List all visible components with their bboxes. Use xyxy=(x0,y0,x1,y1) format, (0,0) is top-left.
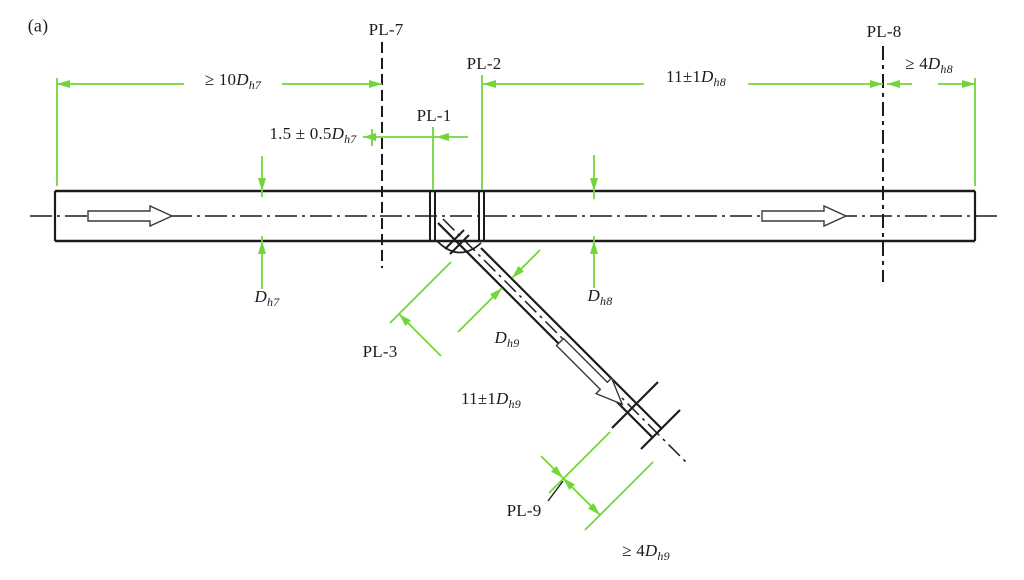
plane-label-pl3: PL-3 xyxy=(362,342,398,361)
flow-arrow-branch xyxy=(555,337,624,406)
dim-label-10dh7: ≥ 10Dh7 xyxy=(204,70,262,92)
pl3-marks xyxy=(444,229,470,255)
dim-dh9 xyxy=(457,249,541,333)
pl1-marks xyxy=(429,191,436,241)
plane-label-pl8: PL-8 xyxy=(866,22,902,41)
plane-label-pl7: PL-7 xyxy=(368,20,404,39)
dim-label-4dh9: ≥ 4Dh9 xyxy=(622,541,670,563)
dim-11dh9 xyxy=(398,313,564,479)
plane-label-pl1: PL-1 xyxy=(416,106,452,125)
pl9-leader xyxy=(547,480,564,502)
plane-label-pl2: PL-2 xyxy=(466,54,502,73)
dim-11dh8 xyxy=(483,80,883,88)
dim-10dh7 xyxy=(57,80,382,88)
plane-label-pl9: PL-9 xyxy=(506,501,542,520)
branch-end-cap xyxy=(640,409,681,450)
pl9-mark xyxy=(611,381,659,429)
figure-label: (a) xyxy=(27,15,49,36)
dim-label-4dh8: ≥ 4Dh8 xyxy=(905,54,953,76)
dim-4dh9 xyxy=(562,477,601,516)
branch-end-extension-line xyxy=(584,461,654,531)
dim-label-11dh8: 11±1Dh8 xyxy=(666,67,726,89)
pl9-extension-line xyxy=(548,431,611,494)
flow-arrow-right xyxy=(761,204,848,228)
dim-4dh8 xyxy=(887,80,975,88)
junction-arc xyxy=(436,240,482,254)
dim-dh8 xyxy=(590,155,598,288)
dim-15dh7 xyxy=(363,129,468,146)
flow-arrow-left xyxy=(87,204,174,228)
pl2-marks xyxy=(478,191,485,241)
dim-label-15dh7: 1.5 ± 0.5Dh7 xyxy=(269,124,357,146)
main-pipe xyxy=(53,189,977,243)
dim-label-dh9: Dh9 xyxy=(494,328,520,350)
dim-label-11dh9: 11±1Dh9 xyxy=(461,389,521,411)
dim-label-dh8: Dh8 xyxy=(587,286,613,308)
dim-label-dh7: Dh7 xyxy=(254,287,280,309)
pl3-extension-line xyxy=(389,261,452,324)
dim-dh7 xyxy=(258,156,266,289)
